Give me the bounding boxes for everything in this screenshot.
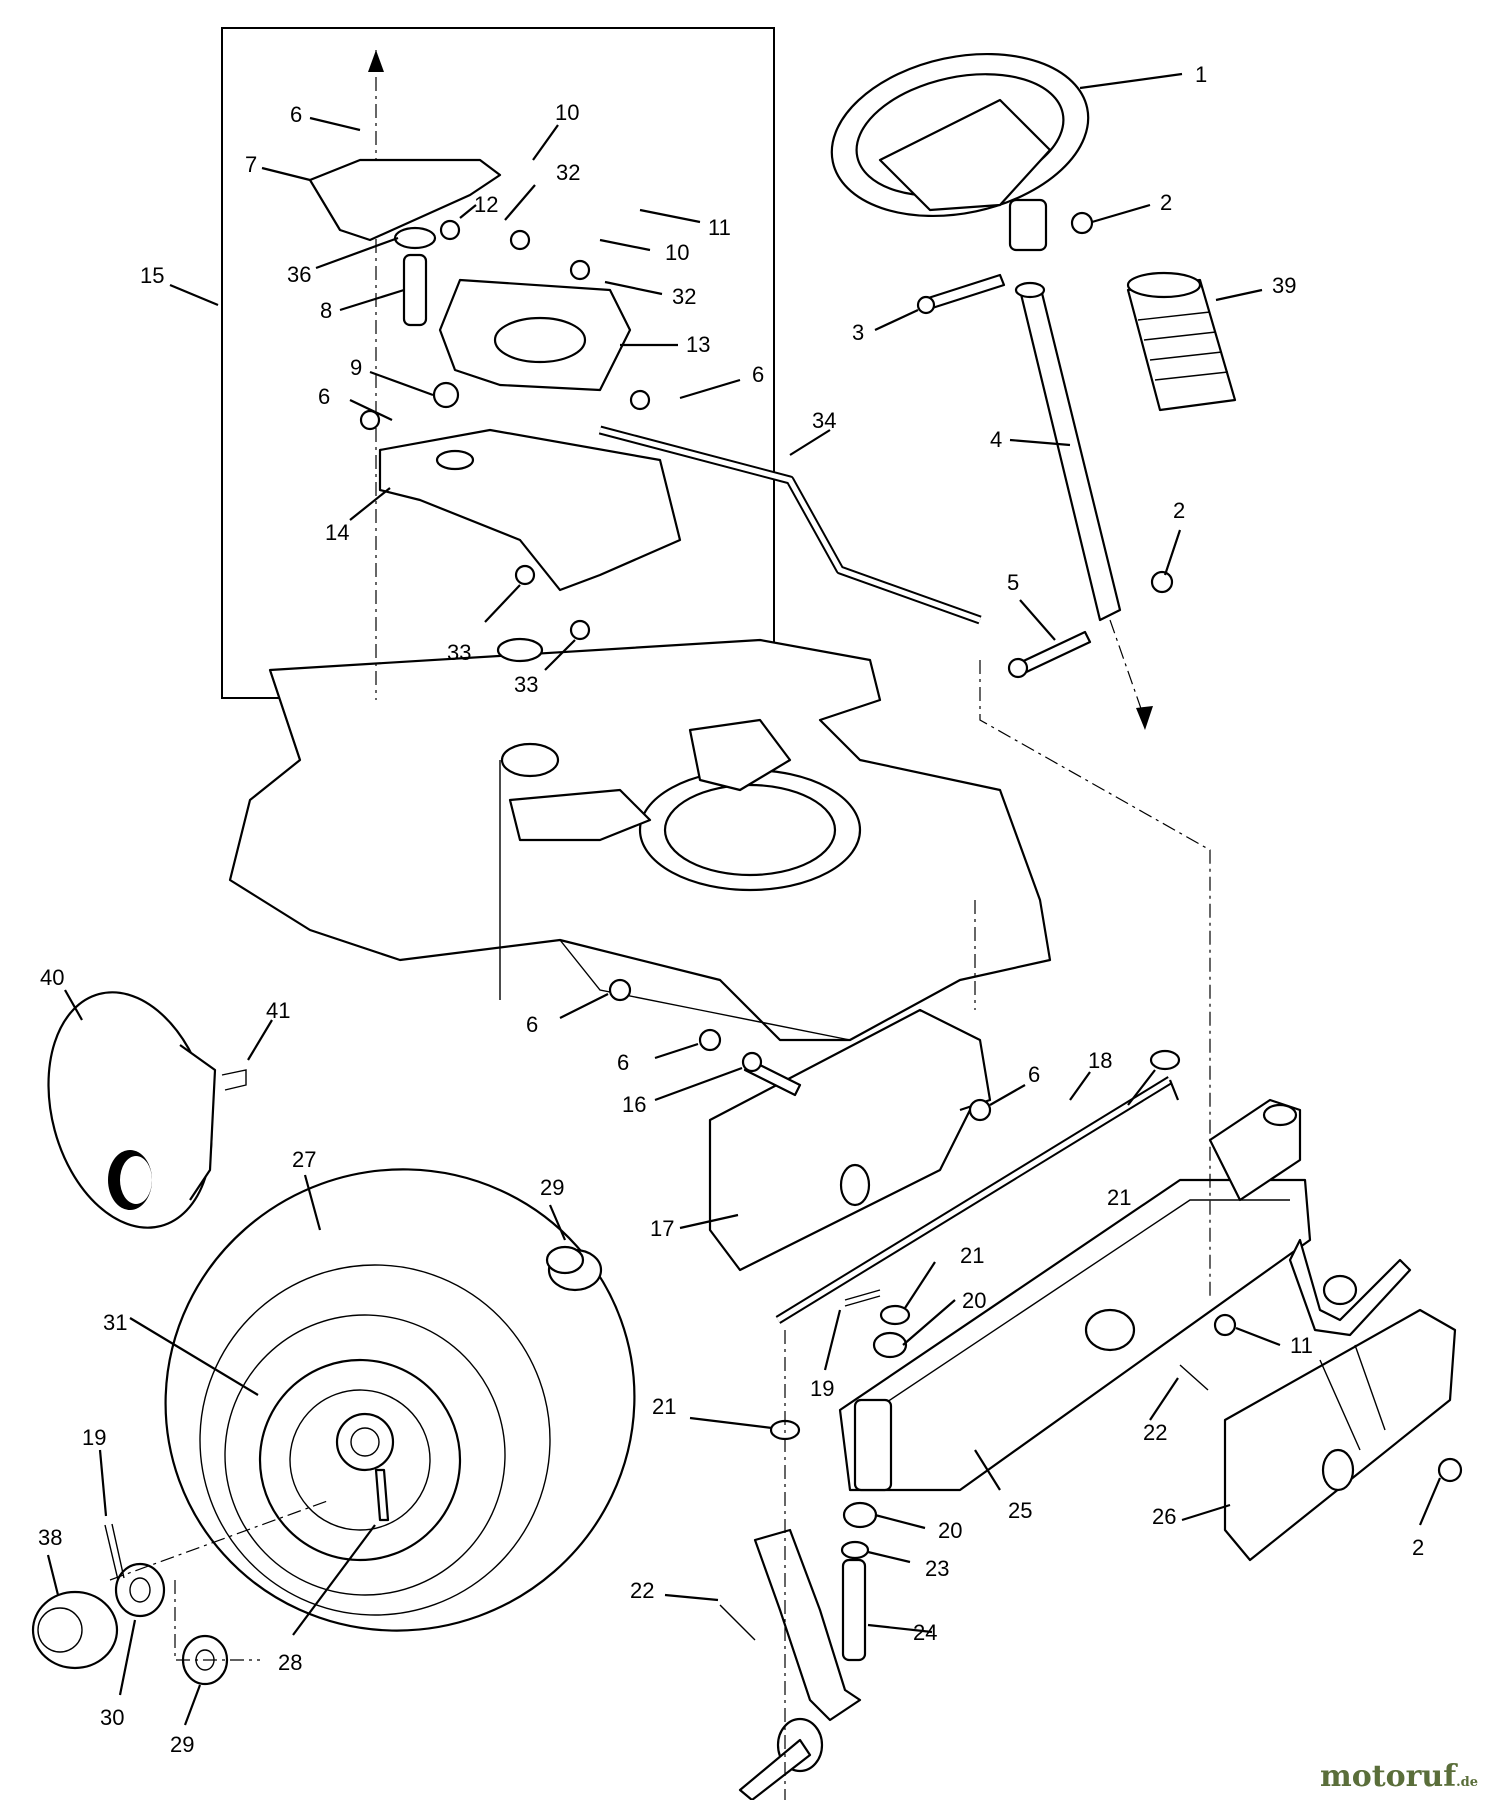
callout-31: 31 [103, 1310, 127, 1335]
callout-33b: 33 [514, 672, 538, 697]
callout-17: 17 [650, 1216, 674, 1241]
callout-16: 16 [622, 1092, 646, 1117]
nut-11b [1213, 1313, 1237, 1337]
callout-36: 36 [287, 262, 311, 287]
cotter-22b [1179, 1364, 1209, 1391]
cotter-19a [844, 1289, 881, 1307]
callout-25: 25 [1008, 1498, 1032, 1523]
callout-6a: 6 [290, 102, 302, 127]
callout-41: 41 [266, 998, 290, 1023]
callout-10b: 10 [665, 240, 689, 265]
callout-15: 15 [140, 263, 164, 288]
chassis-frame [228, 638, 1052, 1042]
callout-12: 12 [474, 192, 498, 217]
washer-21a [1149, 1049, 1181, 1071]
hub-cap-38 [31, 1590, 119, 1670]
bolt-5 [1007, 630, 1092, 679]
callout-2b: 2 [1173, 498, 1185, 523]
watermark-suffix: .de [1456, 1775, 1478, 1790]
bolt-16 [741, 1051, 802, 1097]
washer-23 [840, 1540, 870, 1560]
callout-21c: 21 [652, 1394, 676, 1419]
bushing-29a [545, 1245, 603, 1292]
callout-32b: 32 [672, 284, 696, 309]
callout-21a: 21 [1107, 1185, 1131, 1210]
callout-18: 18 [1088, 1048, 1112, 1073]
nut-2b [1150, 570, 1174, 594]
bushing-20b [842, 1501, 878, 1529]
front-axle [838, 1098, 1312, 1492]
steering-wheel [830, 52, 1090, 252]
callout-6e: 6 [617, 1050, 629, 1075]
tire-wheel [164, 1168, 636, 1632]
callout-27: 27 [292, 1147, 316, 1172]
callout-11a: 11 [708, 215, 731, 240]
shaft-boot [1126, 271, 1237, 412]
bolt-3 [916, 273, 1006, 315]
callout-1: 1 [1195, 62, 1207, 87]
bolt-6e [698, 1028, 722, 1052]
callout-32a: 32 [556, 160, 580, 185]
callout-2c: 2 [1412, 1535, 1424, 1560]
callout-6f: 6 [1028, 1062, 1040, 1087]
callout-23: 23 [925, 1556, 949, 1581]
callout-33a: 33 [447, 640, 471, 665]
callout-13: 13 [686, 332, 710, 357]
bolt-6d [608, 978, 632, 1002]
callout-layer: 1 2 2 2 3 4 5 6 6 6 6 6 6 [38, 62, 1442, 1757]
watermark-main: motoruf [1319, 1759, 1457, 1794]
callout-5: 5 [1007, 570, 1019, 595]
axle-cover [1223, 1308, 1457, 1562]
callout-14: 14 [325, 520, 349, 545]
bolt-6f [968, 1098, 992, 1122]
callout-34: 34 [812, 408, 836, 433]
callout-38: 38 [38, 1525, 62, 1550]
callout-30: 30 [100, 1705, 124, 1730]
callout-19b: 19 [82, 1425, 106, 1450]
valve-stem [374, 1468, 390, 1522]
callout-2a: 2 [1160, 190, 1172, 215]
bushing-20a [872, 1331, 908, 1359]
wheel-cover [47, 991, 217, 1229]
callout-8: 8 [320, 298, 332, 323]
callout-6c: 6 [318, 384, 330, 409]
callout-26: 26 [1152, 1504, 1176, 1529]
washer-30 [114, 1562, 166, 1618]
spindle-right [1288, 1238, 1412, 1337]
callout-6b: 6 [752, 362, 764, 387]
callout-39: 39 [1272, 273, 1296, 298]
site-watermark: motoruf.de [1320, 1759, 1478, 1794]
callout-7: 7 [245, 152, 257, 177]
callout-20a: 20 [962, 1288, 986, 1313]
callout-22b: 22 [1143, 1420, 1167, 1445]
nut-2c [1437, 1457, 1463, 1483]
callout-11b: 11 [1290, 1333, 1313, 1358]
callout-19a: 19 [810, 1376, 834, 1401]
callout-22a: 22 [630, 1578, 654, 1603]
callout-40: 40 [40, 965, 64, 990]
cotter-22a [719, 1604, 756, 1641]
spindle-left [738, 1528, 867, 1800]
callout-24: 24 [913, 1620, 937, 1645]
clip-41 [221, 1069, 247, 1091]
callout-28: 28 [278, 1650, 302, 1675]
callout-10a: 10 [555, 100, 579, 125]
callout-9: 9 [350, 355, 362, 380]
callout-21b: 21 [960, 1243, 984, 1268]
callout-29a: 29 [540, 1175, 564, 1200]
nut-2a [1070, 211, 1094, 235]
callout-6d: 6 [526, 1012, 538, 1037]
steering-shaft [1018, 283, 1122, 622]
callout-3: 3 [852, 320, 864, 345]
steering-gear-assembly [308, 50, 682, 700]
axle-bracket [708, 1008, 992, 1272]
callout-4: 4 [990, 427, 1002, 452]
washer-21b [879, 1304, 911, 1326]
cotter-19b [104, 1523, 125, 1581]
callout-20b: 20 [938, 1518, 962, 1543]
callout-29b: 29 [170, 1732, 194, 1757]
